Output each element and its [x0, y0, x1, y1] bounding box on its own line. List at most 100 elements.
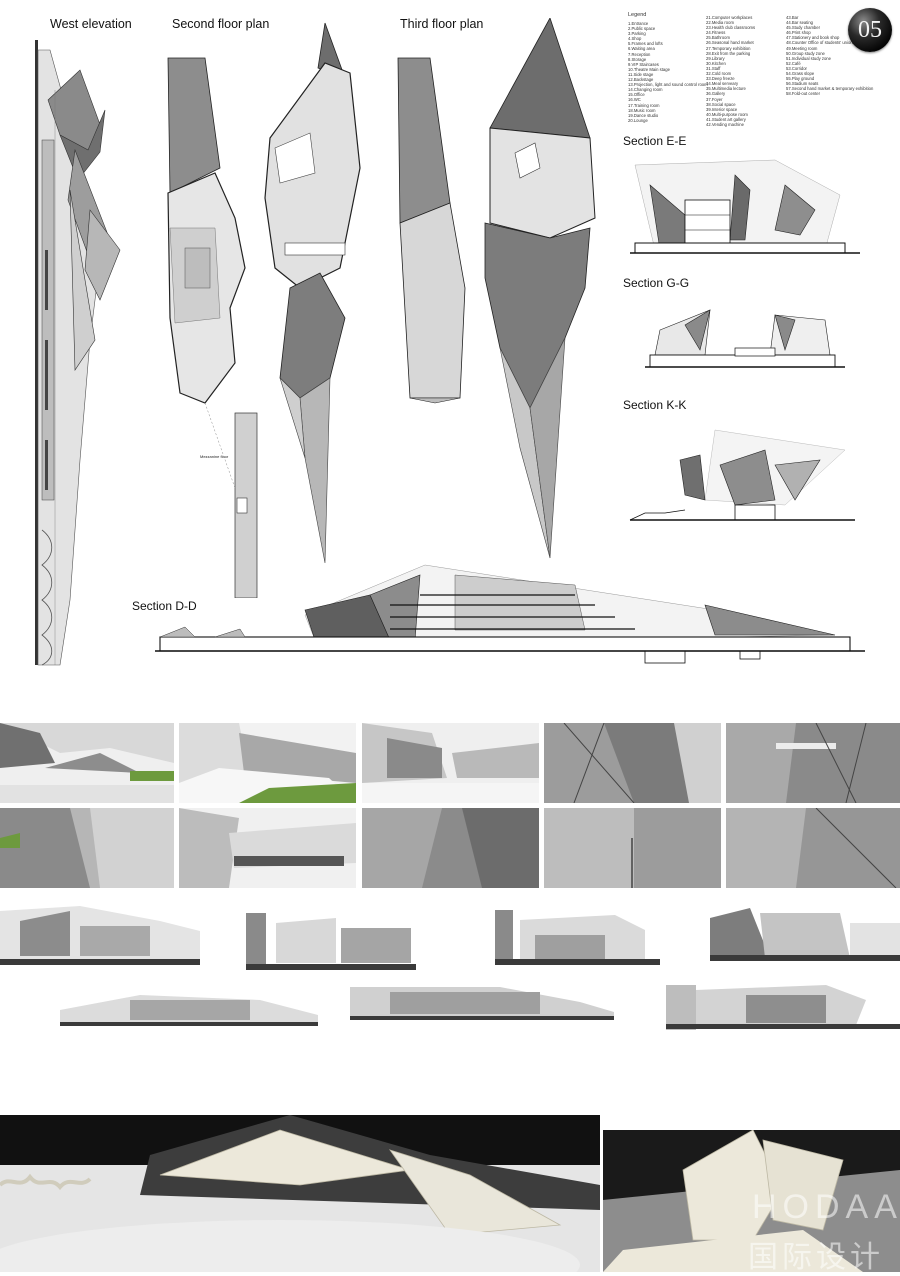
rendering-exterior-4: [179, 808, 356, 888]
section-perspective-6: [350, 982, 614, 1024]
west-elevation-drawing: [35, 40, 121, 666]
section-g-g-drawing: [645, 309, 845, 368]
legend-item: 39.Interior space: [706, 106, 738, 112]
west-elevation-title: West elevation: [50, 17, 132, 31]
legend-item: 50.Group study zone: [786, 50, 825, 56]
legend-item: 6.Waiting area: [628, 46, 655, 52]
legend-item: 22.Media room: [706, 20, 734, 26]
legend-item: 2.Public space: [628, 26, 656, 32]
third-floor-plan-drawing: [397, 18, 596, 559]
legend-item: 13.Projection, light and sound control r…: [628, 82, 708, 88]
legend-item: 15.Office: [628, 92, 645, 98]
second-floor-plan-drawing: [167, 22, 361, 598]
rendering-interior-6: [726, 808, 900, 888]
legend-item: 5.Frames and lofts: [628, 41, 663, 47]
legend-item: 54.Grass slope: [786, 71, 815, 77]
legend-column-1: 1.Entrance 2.Public space 3.Parking 4.Sh…: [628, 21, 708, 123]
legend-item: 51.Individual study zone: [786, 55, 831, 61]
legend-item: 57.Second hand market & temporary exhibi…: [786, 86, 874, 92]
legend-item: 28.Exit from the parking: [706, 50, 751, 56]
legend-item: 17.Training room: [628, 102, 660, 108]
legend-item: 7.Reception: [628, 51, 651, 57]
legend-item: 30.Kitchen: [706, 60, 726, 66]
section-perspective-5: [60, 990, 318, 1030]
legend-item: 19.Dance studio: [628, 112, 659, 118]
legend-item: 32.Cold room: [706, 71, 732, 77]
section-e-e-title: Section E-E: [623, 134, 687, 148]
page-number: 05: [858, 17, 882, 43]
section-g-g-title: Section G-G: [623, 276, 690, 290]
legend-item: 35.Multimedia lecture: [706, 86, 746, 92]
legend-item: 33.Deep freeze: [706, 76, 735, 82]
rendering-interior-2: [726, 723, 900, 803]
legend: Legend 1.Entrance 2.Public space 3.Parki…: [628, 12, 873, 127]
legend-item: 37.Foyer: [706, 96, 723, 102]
legend-item: 44.Bar seating: [786, 20, 814, 26]
rendering-interior-1: [544, 723, 721, 803]
section-k-k-drawing: [629, 429, 855, 521]
legend-item: 46.Print shop: [786, 30, 811, 36]
second-floor-plan-title: Second floor plan: [172, 17, 270, 31]
legend-item: 49.Meeting room: [786, 45, 818, 51]
legend-item: 23.Health club classrooms: [706, 25, 756, 31]
legend-item: 34.Meal serveary: [706, 81, 739, 87]
legend-item: 20.Lounge: [628, 117, 648, 123]
watermark-chinese: 国际设计: [748, 1240, 884, 1275]
legend-item: 4.Shop: [628, 36, 642, 42]
legend-item: 12.Backstage: [628, 77, 654, 83]
legend-heading: Legend: [628, 12, 647, 18]
third-floor-plan-title: Third floor plan: [400, 17, 484, 31]
rendering-exterior-1: [0, 723, 174, 803]
legend-item: 36.Gallery: [706, 91, 726, 97]
legend-item: 9.VIP Staircases: [628, 61, 659, 67]
rendering-exterior-3: [362, 723, 539, 803]
model-photo-1: [0, 1115, 600, 1272]
model-photo-2: [603, 1130, 900, 1272]
legend-item: 26.Seasonal hand market: [706, 40, 754, 46]
watermark-latin: HODAA: [752, 1188, 900, 1226]
legend-item: 29.Library: [706, 55, 725, 61]
rendering-exterior-2: [179, 723, 356, 803]
section-perspective-7: [666, 980, 900, 1032]
legend-item: 53.Corridor: [786, 65, 807, 71]
legend-column-2: 21.Computer workplaces 22.Media room 23.…: [706, 15, 755, 127]
rendering-interior-4: [362, 808, 539, 888]
legend-item: 48.Counter Office of students' union: [786, 40, 853, 46]
legend-item: 18.Music room: [628, 107, 656, 113]
legend-item: 58.Fold-out center: [786, 91, 820, 97]
legend-item: 10.Theatre Main stage: [628, 66, 670, 72]
mezzanine-floor-label: Mezzanine floor: [200, 454, 229, 459]
legend-column-3: 43.Bar 44.Bar seating 45.Study chamber 4…: [786, 15, 873, 97]
legend-item: 11.Side stage: [628, 71, 654, 77]
section-k-k-title: Section K-K: [623, 398, 687, 412]
section-perspective-4: [710, 903, 900, 965]
legend-item: 42.Vending machine: [706, 121, 744, 127]
legend-item: 24.Fitness: [706, 30, 726, 36]
legend-item: 27.Temporary exhibition: [706, 45, 751, 51]
legend-item: 38.Social space: [706, 101, 736, 107]
legend-item: 47.Stationery and book shop: [786, 35, 840, 41]
legend-item: 56.Stadium seats: [786, 81, 819, 87]
legend-item: 31.Staff: [706, 65, 721, 71]
legend-item: 21.Computer workplaces: [706, 15, 753, 20]
section-perspective-2: [246, 908, 416, 974]
page-number-badge: 05: [848, 8, 892, 52]
legend-item: 8.Storage: [628, 56, 647, 62]
legend-item: 43.Bar: [786, 15, 799, 20]
legend-item: 14.Changing room: [628, 87, 663, 93]
section-perspective-3: [495, 905, 660, 969]
section-e-e-drawing: [630, 159, 860, 254]
section-d-d-drawing: [155, 564, 865, 664]
legend-item: 25.Bathroom: [706, 35, 730, 41]
section-perspective-1: [0, 901, 210, 971]
legend-item: 16.WC: [628, 97, 641, 103]
legend-item: 40.Multi-purpose room: [706, 111, 748, 117]
legend-item: 1.Entrance: [628, 21, 649, 26]
rendering-interior-3: [0, 808, 174, 888]
legend-item: 55.Play ground: [786, 76, 815, 82]
legend-item: 45.Study chamber: [786, 25, 820, 31]
section-d-d-title: Section D-D: [132, 599, 197, 613]
legend-item: 41.Student art gallery: [706, 116, 746, 122]
rendering-interior-5: [544, 808, 721, 888]
legend-item: 52.Café: [786, 60, 801, 66]
